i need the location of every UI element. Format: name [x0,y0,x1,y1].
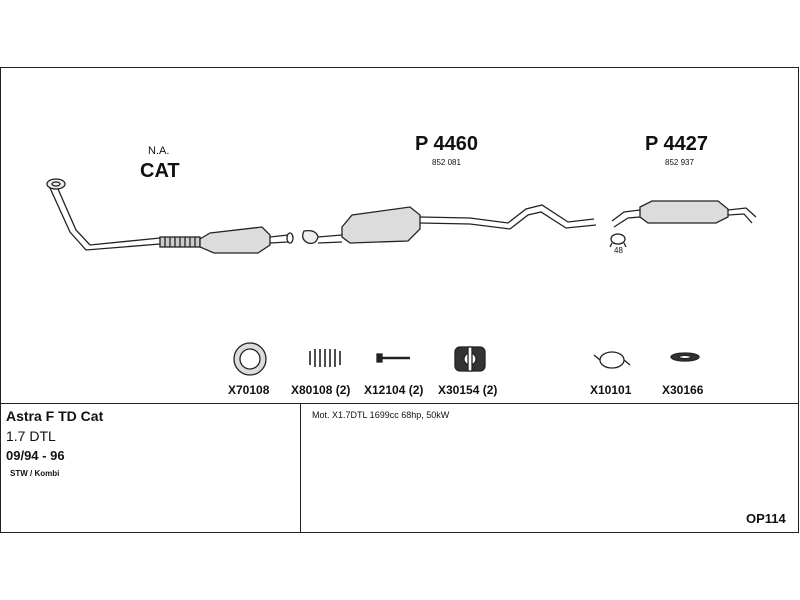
middle-silencer [302,204,597,245]
rear-silencer [611,200,757,228]
diagram-code: OP114 [746,511,786,526]
spring-icon [309,349,341,367]
vehicle-dates: 09/94 - 96 [6,448,65,463]
rubber-mount-icon [454,346,486,372]
flat-gasket-icon [670,352,700,362]
front-downpipe [46,178,161,251]
part-ref-p4427: 852 937 [665,158,694,167]
catalytic-converter [199,226,294,254]
bolt-icon [376,353,410,363]
part-code-p4427: P 4427 [645,133,709,155]
vehicle-model: Astra F TD Cat [6,408,104,424]
fitting-code-5: X10101 [590,383,632,397]
clamp-ref: 48 [614,246,623,255]
info-column-divider [300,403,301,533]
fitting-code-1: X70108 [228,383,270,397]
exhaust-system-diagram [46,178,757,376]
motor-description: Mot. X1.7DTL 1699cc 68hp, 50kW [312,410,450,420]
fitting-code-4: X30154 (2) [438,383,498,397]
flex-joint [159,236,201,248]
vehicle-engine: 1.7 DTL [6,428,56,444]
na-label: N.A. [148,145,170,157]
part-ref-p4460: 852 081 [432,158,461,167]
fitting-code-6: X30166 [662,383,704,397]
info-divider [0,403,799,404]
part-code-p4460: P 4460 [415,133,479,155]
fitting-code-2: X80108 (2) [291,383,351,397]
clamp-48 [609,233,627,248]
cat-label: CAT [140,160,180,182]
clip-icon [593,351,631,369]
fitting-code-3: X12104 (2) [364,383,424,397]
diagram-frame [0,67,799,533]
vehicle-body: STW / Kombi [10,469,60,478]
gasket-ring-icon [233,342,267,376]
